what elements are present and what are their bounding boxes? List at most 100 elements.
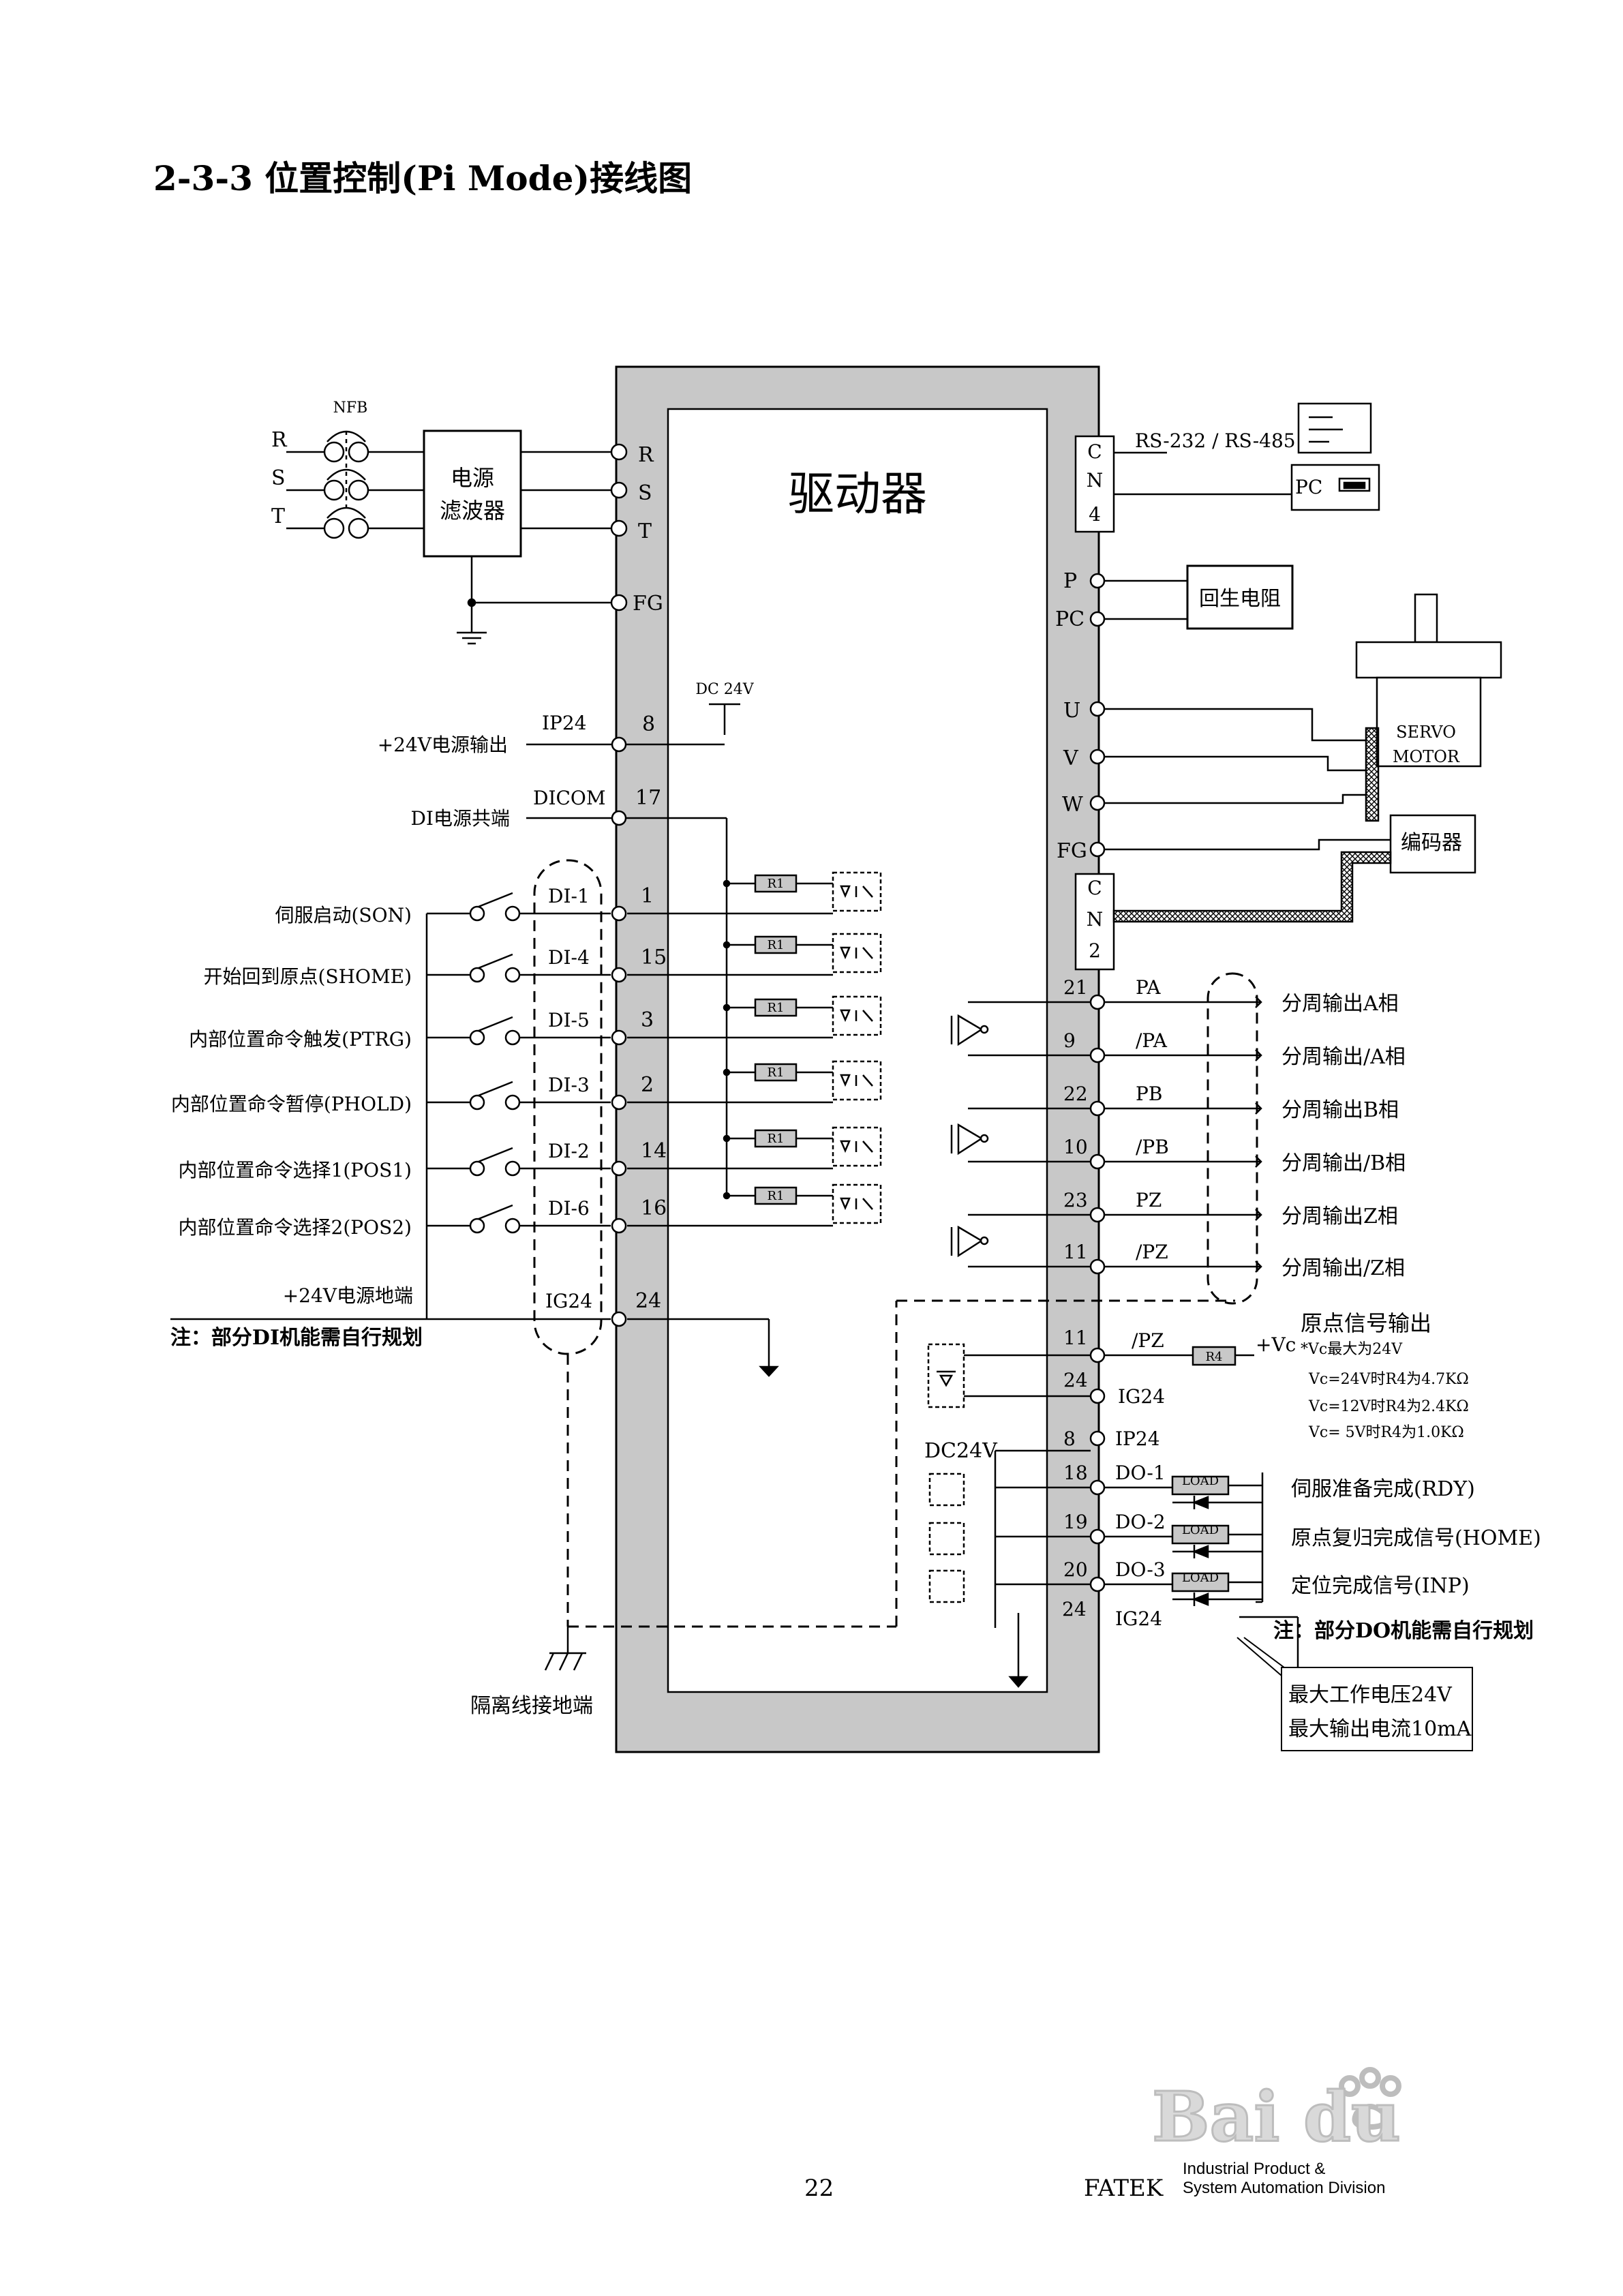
encoder-name: PZ [1136,1189,1162,1211]
cn2-c: C [1087,877,1102,899]
cn4-c: C [1087,440,1102,463]
r4-label: R4 [1205,1350,1222,1364]
regen-wiring [1089,564,1294,630]
di-pin: 16 [641,1196,667,1220]
resistor-r1-label: R1 [767,1066,784,1080]
do-row [928,1569,1262,1606]
di-name: DI-4 [548,946,590,969]
cn4-connector [1074,402,1380,533]
di-desc: 内部位置命令选择2(POS2) [179,1216,412,1239]
nfb-label: NFB [333,399,368,417]
max-rating-box [1237,1637,1473,1751]
page-title: 2-3-3 位置控制(Pi Mode)接线图 [153,158,693,198]
encoder-desc: 分周输出B相 [1281,1098,1399,1122]
do-pin: 19 [1063,1511,1088,1533]
do-name: DO-1 [1115,1462,1166,1484]
ig24-label: IG24 [545,1290,592,1312]
resistor-r1-label: R1 [767,1001,784,1015]
encoder-name: PB [1136,1083,1162,1105]
rs-label: RS-232 / RS-485 [1135,429,1296,452]
dicom-pin: 17 [635,786,661,810]
origin-title: 原点信号输出 [1301,1310,1431,1336]
di-row [427,1060,882,1111]
encoder-desc: 分周输出/Z相 [1281,1256,1405,1280]
encoder-desc: 分周输出/A相 [1281,1045,1406,1069]
encoder-label: 编码器 [1401,831,1462,855]
di-pin: 14 [641,1139,667,1163]
origin-ig-name: IG24 [1118,1385,1165,1408]
di-desc: 伺服启动(SON) [275,904,412,926]
di-row [427,933,882,983]
dc24v-ext-label: DC24V [924,1439,998,1463]
cn2-2: 2 [1089,939,1101,962]
encoder-output-row [968,1153,1262,1170]
resistor-r1-label: R1 [767,1189,784,1203]
resistor-r1-label: R1 [767,877,784,891]
servo-label: SERVO [1396,723,1456,742]
driver-frame [615,365,1100,1753]
encoder-output-row [968,1100,1262,1117]
term-r: R [638,443,654,467]
origin-note-2: Vc=24V时R4为4.7KΩ [1308,1371,1469,1388]
footer-brand: FATEK [1084,2175,1164,2202]
ig24-desc: +24V电源地端 [283,1284,413,1307]
do-ip24-pin: 8 [1063,1428,1076,1450]
do-row [928,1522,1262,1558]
encoder-pin: 21 [1063,976,1088,999]
encoder-desc: 分周输出/B相 [1281,1151,1406,1175]
di-name: DI-1 [548,885,590,907]
vc-label: +Vc [1256,1333,1296,1356]
watermark-logo: Bai du [1145,2059,1527,2164]
encoder-name: PA [1136,976,1161,999]
di-desc: 内部位置命令暂停(PHOLD) [171,1093,412,1115]
dc24v-internal-label: DC 24V [695,681,754,698]
term-fg: FG [633,592,663,616]
di-name: DI-6 [548,1197,590,1220]
do-pin: 18 [1063,1462,1088,1484]
encoder-desc: 分周输出A相 [1281,992,1399,1016]
do-name: DO-2 [1115,1511,1166,1533]
phase-t-label: T [271,504,285,528]
resistor-r1-label: R1 [767,938,784,952]
di-pin: 1 [641,884,654,908]
load-label: LOAD [1182,1523,1219,1537]
do-row [928,1472,1262,1509]
ig24-pin: 24 [635,1289,661,1313]
di-pin: 15 [641,946,667,969]
origin-ig-pin: 24 [1063,1369,1088,1391]
motor-label: MOTOR [1393,747,1460,766]
di-desc: 内部位置命令选择1(POS1) [179,1159,412,1181]
ip24-desc: +24V电源输出 [378,734,508,756]
di-name: DI-5 [548,1009,590,1031]
encoder-output-row [968,1258,1262,1275]
di-name: DI-2 [548,1140,590,1162]
encoder-desc: 分周输出Z相 [1281,1205,1398,1228]
pc-label: PC [1295,476,1322,498]
origin-pz-name: /PZ [1132,1329,1164,1352]
term-fg-motor: FG [1057,839,1087,863]
origin-pz-pin: 11 [1063,1327,1088,1349]
do-ig-pin: 24 [1062,1598,1087,1620]
encoder-output-frame [950,972,1258,1305]
di-row [427,871,882,922]
encoder-name: /PZ [1136,1241,1168,1263]
encoder-pin: 9 [1063,1029,1076,1052]
origin-output [927,1343,1254,1408]
filter-label-1: 电源 [451,465,494,491]
regen-resistor: 回生电阻 [1199,587,1281,611]
page-number: 22 [804,2175,834,2202]
do-desc: 原点复归完成信号(HOME) [1291,1526,1541,1550]
di-pin: 3 [641,1008,654,1032]
footer-division-line-2: System Automation Division [1183,2179,1386,2197]
encoder-output-row [968,1207,1262,1223]
term-s: S [638,481,652,505]
filter-label-2: 滤波器 [440,498,505,524]
encoder-pin: 23 [1063,1189,1088,1211]
encoder-output-row [968,994,1262,1010]
motor-wiring [1074,593,1502,971]
load-label: LOAD [1182,1474,1219,1488]
